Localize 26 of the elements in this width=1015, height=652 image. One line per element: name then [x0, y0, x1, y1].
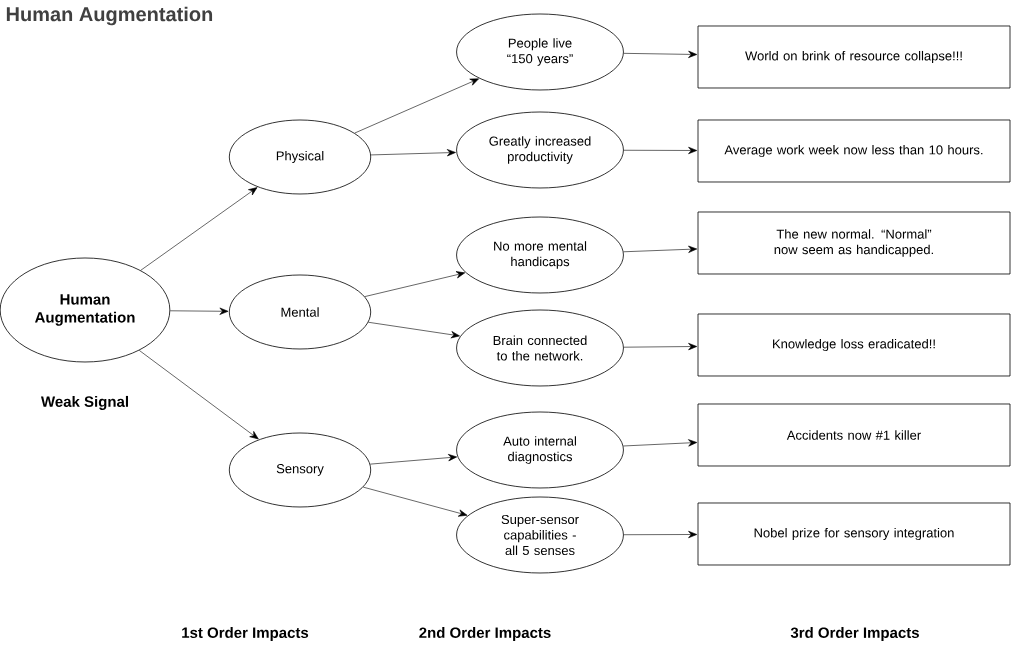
- outcome-box: The new normal. “Normal” now seem as handicapped.: [697, 211, 1011, 275]
- node-label: Weak Signal: [41, 395, 128, 410]
- arrow: [623, 530, 698, 539]
- column-heading: 1st Order Impacts: [182, 627, 309, 641]
- arrow: [370, 149, 456, 157]
- outcome-box: Accidents now #1 killer: [697, 403, 1011, 467]
- arrow: [364, 271, 466, 297]
- column-heading: 2nd Order Impacts: [419, 627, 551, 641]
- arrow: [623, 146, 698, 155]
- outcome-box: World on brink of resource collapse!!!: [697, 25, 1011, 89]
- arrow: [623, 342, 698, 351]
- arrow: [169, 307, 229, 315]
- arrow: [623, 439, 698, 447]
- arrow: [369, 454, 458, 465]
- title: Human Augmentation: [6, 6, 213, 26]
- outcome-box: Average work week now less than 10 hours.: [697, 119, 1011, 183]
- column-heading: 3rd Order Impacts: [790, 627, 919, 641]
- arrow: [623, 245, 698, 253]
- arrow: [354, 78, 479, 134]
- arrow: [362, 486, 468, 517]
- arrow: [623, 50, 698, 58]
- arrow: [140, 187, 258, 271]
- arrow: [139, 350, 259, 440]
- arrow: [368, 321, 460, 339]
- outcome-box: Knowledge loss eradicated!!: [697, 313, 1011, 377]
- outcome-box: Nobel prize for sensory integration: [697, 502, 1011, 566]
